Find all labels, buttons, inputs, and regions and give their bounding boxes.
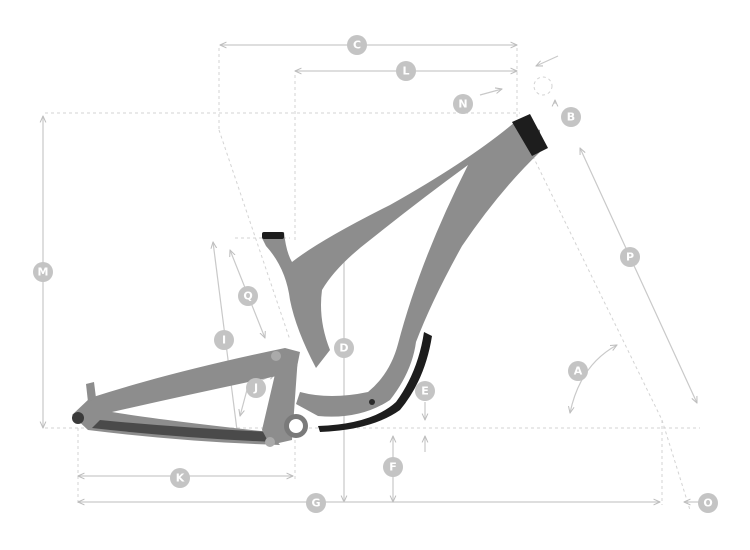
- svg-text:M: M: [38, 266, 49, 279]
- front-triangle: [262, 122, 540, 417]
- label-badge-N: N: [453, 94, 473, 114]
- label-badge-I: I: [214, 330, 234, 350]
- dropout: [86, 382, 96, 402]
- pivot-upper: [271, 351, 281, 361]
- label-badge-E: E: [415, 381, 435, 401]
- svg-text:B: B: [567, 111, 575, 124]
- down-tube-guard: [318, 332, 432, 432]
- svg-text:F: F: [389, 461, 397, 474]
- reference-lines: [45, 48, 700, 511]
- label-badge-J: J: [246, 378, 266, 398]
- pivot-lower: [265, 437, 275, 447]
- seat-collar: [262, 232, 284, 239]
- label-badge-L: L: [396, 61, 416, 81]
- label-badge-P: P: [620, 247, 640, 267]
- svg-text:D: D: [339, 342, 348, 355]
- rear-axle: [72, 412, 84, 424]
- label-badge-K: K: [170, 468, 190, 488]
- svg-text:N: N: [458, 98, 467, 111]
- label-badge-O: O: [698, 493, 718, 513]
- bike-frame: [72, 114, 548, 447]
- svg-text:C: C: [353, 39, 361, 52]
- svg-text:Q: Q: [243, 290, 252, 303]
- svg-text:A: A: [574, 365, 583, 378]
- label-badge-B: B: [561, 107, 581, 127]
- label-badge-M: M: [33, 262, 53, 282]
- label-badge-D: D: [334, 338, 354, 358]
- chainstay-dark: [92, 420, 275, 442]
- label-badge-F: F: [383, 457, 403, 477]
- label-badge-G: G: [306, 493, 326, 513]
- swingarm: [72, 348, 300, 445]
- label-badge-A: A: [568, 361, 588, 381]
- svg-text:O: O: [703, 497, 712, 510]
- svg-text:E: E: [421, 385, 429, 398]
- svg-text:L: L: [402, 65, 409, 78]
- svg-text:I: I: [222, 334, 226, 347]
- label-badge-Q: Q: [238, 286, 258, 306]
- head-tube: [512, 114, 548, 156]
- svg-text:J: J: [253, 382, 258, 395]
- svg-text:P: P: [626, 251, 634, 264]
- label-badge-C: C: [347, 35, 367, 55]
- svg-text:G: G: [311, 497, 320, 510]
- svg-text:K: K: [176, 472, 185, 485]
- shock-mount: [369, 399, 375, 405]
